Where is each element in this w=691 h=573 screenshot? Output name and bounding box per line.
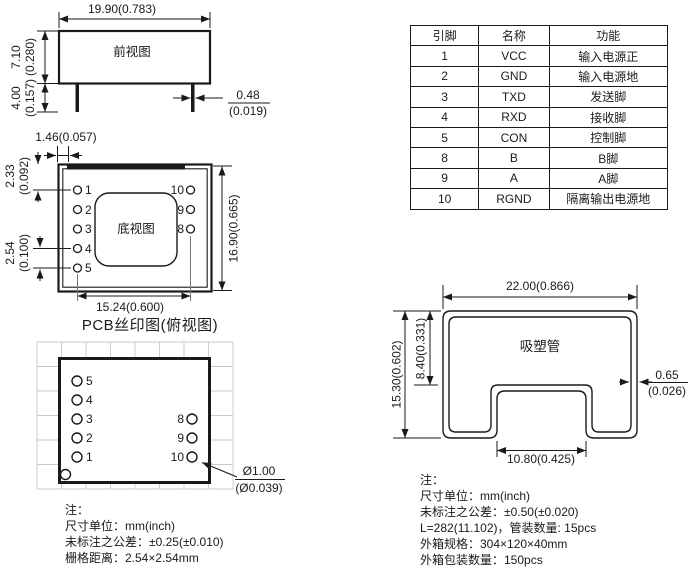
tube-outer-profile [442,310,638,439]
pcb-pin-label-2: 2 [86,431,93,445]
col-header-function: 功能 [548,24,669,47]
pcb-section-title: PCB丝印图(俯视图) [81,317,219,334]
front-view-drawing [37,12,270,113]
notes-left: 注： 尺寸单位：mm(inch) 未标注之公差：±0.25(±0.010) 栅格… [65,502,224,566]
bottom-view-left-pin-circles [72,185,83,273]
pcb-left-pads [71,375,83,463]
pcb-pin-label-9: 9 [177,431,184,445]
bottom-view-orientation-bar [67,164,185,170]
tube-wall-dim-inch: (0.026) [647,384,687,398]
tube-wall-dim-mm: 0.65 [655,368,679,382]
front-view-title: 前视图 [113,45,151,59]
pcb-corner-mark [59,468,72,481]
bottom-view-pin-label-1: 1 [85,183,92,197]
tube-notch-dim: 10.80(0.425) [506,452,576,466]
notes-right: 注： 尺寸单位：mm(inch) 未标注之公差：±0.50(±0.020) L=… [420,472,596,568]
bottom-view-pin-label-9: 9 [177,202,184,217]
bottom-view-pin-label-10: 10 [170,183,184,197]
col-header-name: 名称 [478,24,550,47]
bottom-view-drawing [33,146,232,301]
pcb-outline [58,357,211,484]
pcb-pin-label-1: 1 [86,450,93,464]
tube-height-dim: 15.30(0.602) [389,340,404,409]
notes-right-title: 注： [420,473,445,487]
pcb-hole-diameter-mm: Ø1.00 [242,464,276,478]
note-line: 未标注之公差：±0.50(±0.020) [420,505,579,519]
bottom-view-pin-label-8: 8 [177,222,184,236]
pcb-hole-leader-line [201,461,238,478]
pcb-silkscreen-drawing [36,341,285,490]
note-line: 外箱规格：304×120×40mm [420,537,568,551]
front-view-pin-length-dim: 4.00 (0.157) [9,78,37,118]
pcb-pin-label-4: 4 [86,393,93,407]
tube-drawing [393,285,688,457]
bottom-view-top-offset-dim: 2.33 (0.092) [2,156,31,196]
tube-inner-height-dim: 8.40(0.331) [413,317,428,379]
bottom-view-pitch-dim: 2.54 (0.100) [3,233,31,272]
table-header-row: 引脚 名称 功能 [409,24,669,47]
bottom-view-right-pin-circles [185,185,196,234]
pcb-hole-diameter-inch: (Ø0.039) [235,481,283,495]
bottom-view-title: 底视图 [117,222,155,236]
bottom-view-pin-label-5: 5 [85,261,92,275]
front-view-pin-left [75,83,79,112]
notes-left-title: 注： [65,503,90,517]
bottom-view-pin-label-4: 4 [85,241,92,256]
tube-width-dim: 22.00(0.866) [505,279,575,293]
pcb-pin-label-8: 8 [177,412,184,426]
note-line: 尺寸单位：mm(inch) [65,519,175,533]
front-view-pin-width-dim-mm: 0.48 [236,88,260,102]
note-line: 未标注之公差：±0.25(±0.010) [65,535,224,549]
front-view-body [57,29,212,85]
bottom-view-row-span-dim: 15.24(0.600) [95,300,165,314]
note-line: L=282(11.102)，管装数量: 15pcs [420,521,597,535]
bottom-view-inner-outline [94,192,178,267]
pcb-pin-label-3: 3 [86,412,93,426]
note-line: 栅格距离：2.54×2.54mm [65,551,199,565]
pcb-right-pads [186,413,198,463]
pcb-pin-label-10: 10 [170,450,184,464]
pcb-pin-label-5: 5 [86,374,93,388]
bottom-view-edge-offset-dim: 1.46(0.057) [35,130,97,144]
bottom-view-height-dim: 16.90(0.665) [226,194,241,263]
tube-inner-profile [448,316,632,433]
bottom-view-pin-label-2: 2 [85,202,92,217]
tube-title: 吸塑管 [519,339,561,354]
front-view-pin-width-dim-inch: (0.019) [228,104,268,118]
front-view-pin-right [191,83,195,112]
note-line: 尺寸单位：mm(inch) [420,489,530,503]
bottom-view-pin-label-3: 3 [85,222,92,236]
col-header-pin: 引脚 [409,24,480,47]
note-line: 外箱包装数量：150pcs [420,553,543,567]
front-view-width-dim: 19.90(0.783) [87,2,157,16]
